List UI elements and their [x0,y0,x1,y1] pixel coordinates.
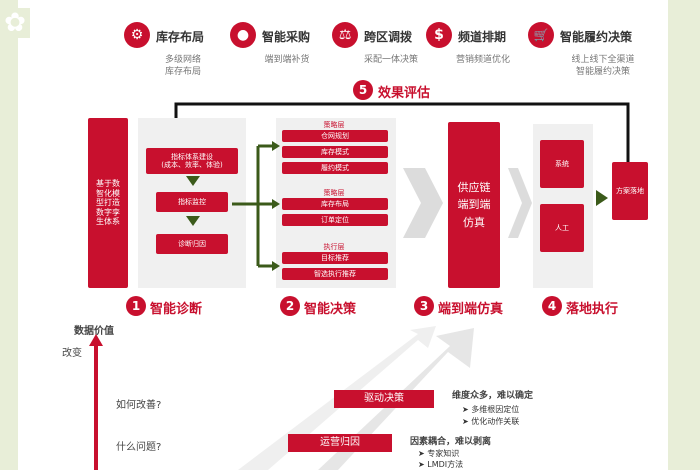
gear-icon: ⚙ [124,22,150,48]
scale-icon: ⚖ [332,22,358,48]
diagram-canvas: ✿ ⚙ 库存布局 多级网络 库存布局 ● 智能采购 端到端补货 ⚖ 跨区调拨 采… [0,0,668,470]
note-1-item: ➤ 多维根因定位 [462,405,520,414]
note-1-item: ➤ 优化动作关联 [462,417,520,426]
diagnosis-attribution-box: 诊断归因 [156,234,228,254]
question-what-problem: 什么问题? [116,442,162,453]
decide-item: 智选执行推荐 [282,268,388,280]
note-1-item-text: 优化动作关联 [471,417,520,426]
step-1-number: 1 [126,296,146,316]
plan-landing-box: 方案落地 [612,162,648,220]
chevron-arrow-icon [403,168,443,238]
top-caption-fulfillment: 线上线下全渠道 智能履约决策 [571,55,635,77]
right-arrow-icon [596,190,608,206]
change-label: 改变 [62,348,82,359]
ops-attribution-tag: 运营归因 [288,434,392,452]
decide-group-1-title: 策略层 [323,121,345,129]
step-4-label: 落地执行 [566,302,619,317]
step-1-label: 智能诊断 [150,302,203,317]
digital-twin-box: 基于数 智化模 型打造 数字孪 生体系 [88,118,128,288]
person-icon: ● [230,22,256,48]
question-how-improve: 如何改善? [116,400,162,411]
decide-group-2-title: 策略层 [323,189,345,197]
decide-item: 库存布局 [282,198,388,210]
top-label-smart-purchase: 智能采购 [262,30,311,44]
dollar-icon: $ [426,22,452,48]
execute-system-box: 系统 [540,140,584,188]
note-2-item-text: LMDI方法 [427,460,464,469]
decide-item: 履约模式 [282,162,388,174]
top-caption-transfer: 采配一体决策 [363,55,418,65]
top-caption-channel: 营销频道优化 [455,55,510,65]
top-label-transfer: 跨区调拨 [364,30,413,44]
chevron-arrow-icon [508,168,532,238]
simulation-box: 供应链 端到端 仿真 [448,122,500,288]
decide-item: 目标推荐 [282,252,388,264]
note-2-item: ➤ 专家知识 [418,449,460,458]
top-caption-smart-purchase: 端到端补货 [264,55,310,65]
indicator-monitor-box: 指标监控 [156,192,228,212]
indicator-system-box: 指标体系建设 (成本、效率、体验) [146,148,238,174]
top-label-inventory-layout: 库存布局 [156,30,205,44]
execute-manual-box: 人工 [540,204,584,252]
cart-icon: 🛒 [528,22,554,48]
top-label-channel: 频道排期 [458,30,507,44]
top-caption-inventory-layout: 多级网络 库存布局 [164,55,201,77]
value-axis-arrow [89,334,103,470]
branch-bracket [232,141,280,271]
note-1-item-text: 多维根因定位 [471,405,520,414]
decide-item: 仓网规划 [282,130,388,142]
note-2-item: ➤ LMDI方法 [418,460,464,469]
decide-item: 订单定位 [282,214,388,226]
step-5-label: 效果评估 [378,86,431,101]
step-5-number: 5 [353,80,373,100]
note-1-title: 维度众多，难以确定 [452,391,534,401]
down-arrow-icon [186,216,200,226]
down-arrow-icon [186,176,200,186]
decide-group-3-title: 执行层 [323,243,345,251]
step-3-label: 端到端仿真 [438,302,504,317]
drive-decision-tag: 驱动决策 [334,390,434,408]
step-4-number: 4 [542,296,562,316]
step-2-number: 2 [280,296,300,316]
step-2-label: 智能决策 [304,302,357,317]
top-label-fulfillment: 智能履约决策 [560,30,633,44]
data-value-axis-label: 数据价值 [74,326,114,337]
note-2-title: 因素耦合，难以剥离 [410,437,492,447]
note-2-item-text: 专家知识 [427,449,460,458]
step-3-number: 3 [414,296,434,316]
decide-item: 库存模式 [282,146,388,158]
flower-icon: ✿ [0,8,30,38]
